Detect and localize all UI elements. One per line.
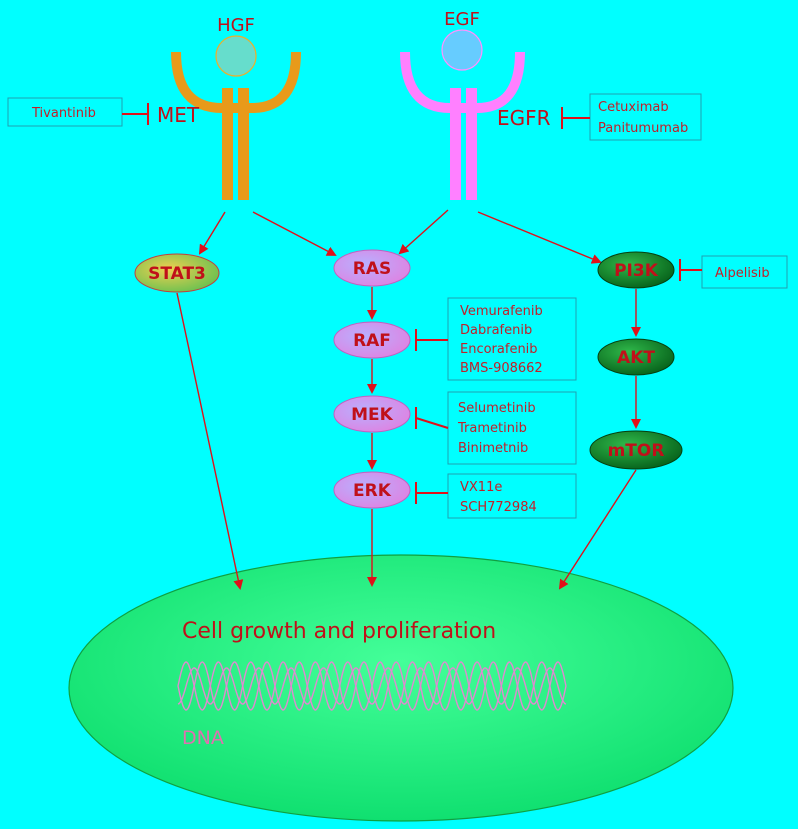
- pi3k-inhibitor-box: [701, 255, 788, 289]
- mek-label: MEK: [351, 405, 394, 425]
- raf-inhibition-bar: [415, 329, 448, 351]
- mek-inhibition-bar: [415, 407, 449, 429]
- stat3-label: STAT3: [148, 264, 206, 284]
- erk-label: ERK: [353, 481, 392, 501]
- receptor-arrows: [198, 209, 602, 264]
- erk-inhibition-bar: [415, 482, 448, 504]
- cetuximab-label: Cetuximab: [598, 100, 669, 115]
- pi3k-inhibition-bar: [679, 259, 702, 281]
- raf-node: [333, 321, 411, 359]
- cell-title: Cell growth and proliferation: [182, 619, 496, 644]
- binimetnib-label: Binimetnib: [458, 441, 528, 456]
- erk-inhibitor-box: [447, 473, 577, 519]
- egfr-label: EGFR: [497, 106, 551, 130]
- stat3-arrow: [176, 292, 244, 590]
- trametinib-label: Trametinib: [457, 421, 527, 436]
- vx11e-label: VX11e: [460, 480, 502, 495]
- sch772984-label: SCH772984: [460, 500, 537, 515]
- dna-helix: [177, 661, 567, 711]
- met-receptor: [171, 51, 301, 200]
- mtor-label: mTOR: [608, 441, 665, 461]
- tivantinib-label: Tivantinib: [31, 106, 96, 121]
- akt-label: AKT: [617, 348, 655, 368]
- hgf-label: HGF: [217, 15, 255, 36]
- met-inhibitor-box: [7, 97, 123, 127]
- met-inhibition-bar: [122, 103, 149, 125]
- cell-ellipse: [68, 554, 734, 822]
- akt-node: [597, 338, 675, 376]
- dna-label: DNA: [182, 727, 224, 749]
- dabrafenib-label: Dabrafenib: [460, 323, 532, 338]
- ras-label: RAS: [353, 259, 392, 279]
- hgf-ligand: [215, 35, 257, 77]
- egf-label: EGF: [444, 9, 480, 30]
- bms-908662-label: BMS-908662: [460, 361, 543, 376]
- encorafenib-label: Encorafenib: [460, 342, 538, 357]
- vemurafenib-label: Vemurafenib: [460, 304, 543, 319]
- ras-node: [333, 249, 411, 287]
- panitumumab-label: Panitumumab: [598, 121, 688, 136]
- pi3k-node: [597, 251, 675, 289]
- egf-ligand: [441, 29, 483, 71]
- mtor-node: [589, 430, 683, 470]
- erk-node: [333, 471, 411, 509]
- pi3k-arrows: [558, 289, 641, 590]
- mek-node: [333, 395, 411, 433]
- stat3-node: [134, 253, 220, 293]
- egfr-inhibition-bar: [561, 107, 590, 129]
- met-label: MET: [157, 103, 200, 127]
- pi3k-label: PI3K: [614, 261, 659, 281]
- selumetinib-label: Selumetinib: [458, 401, 536, 416]
- egfr-receptor: [400, 51, 525, 200]
- raf-label: RAF: [353, 331, 391, 351]
- alpelisib-label: Alpelisib: [715, 266, 770, 281]
